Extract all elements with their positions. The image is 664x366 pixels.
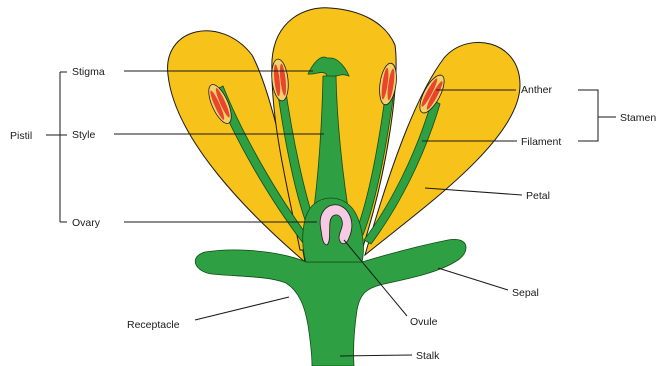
stamen-bracket-line: [578, 90, 598, 141]
label-stalk: Stalk: [416, 350, 440, 362]
label-style: Style: [72, 129, 96, 141]
label-stigma: Stigma: [72, 66, 105, 78]
label-sepal: Sepal: [512, 287, 539, 299]
label-ovule: Ovule: [410, 316, 438, 328]
label-petal: Petal: [526, 190, 550, 202]
label-anther: Anther: [521, 84, 552, 96]
label-pistil: Pistil: [10, 130, 32, 142]
label-filament: Filament: [521, 136, 561, 148]
receptacle-leader-line: [195, 297, 289, 320]
label-stamen: Stamen: [620, 112, 656, 124]
label-ovary: Ovary: [72, 217, 101, 229]
label-receptacle: Receptacle: [127, 319, 180, 331]
sepal-leader-line: [438, 268, 508, 290]
